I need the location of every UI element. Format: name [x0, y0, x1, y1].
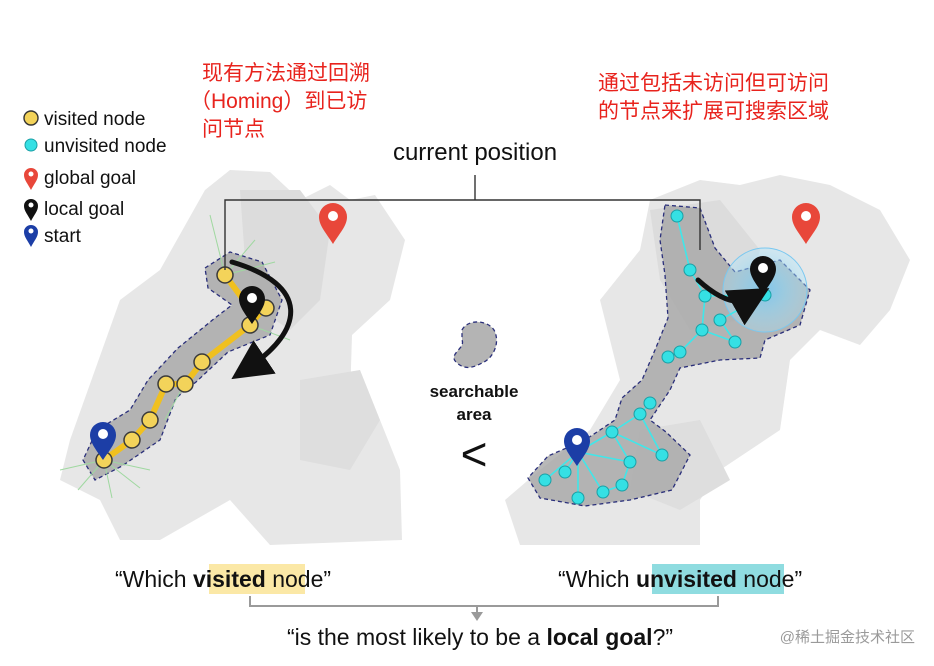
unvisited-node: [661, 350, 675, 364]
local-goal-pin-icon: [750, 256, 776, 294]
visited-node: [157, 375, 175, 393]
unvisited-node: [538, 473, 552, 487]
start-pin-icon: [564, 428, 590, 466]
legend-label-local-goal: local goal: [44, 199, 124, 220]
right-annotation: 通过包括未访问但可访问 的节点来扩展可搜索区域: [598, 72, 829, 123]
left-searchable-area: [82, 251, 283, 481]
legend-label-start: start: [44, 226, 82, 247]
unvisited-node: [713, 313, 727, 327]
caption-right: “Which unvisited node”: [558, 566, 802, 592]
unvisited-node: [670, 209, 684, 223]
searchable-area-blob: [453, 321, 498, 369]
highlight-unvisited: [652, 564, 784, 594]
searchable-label-line1: searchable: [430, 382, 519, 401]
legend-label-visited: visited node: [44, 109, 145, 130]
local-goal-pin-icon: [239, 286, 265, 324]
cyan-circle-icon: [24, 138, 38, 152]
red-pin-icon: [24, 168, 38, 190]
unvisited-node: [683, 263, 697, 277]
legend-label-unvisited: unvisited node: [44, 136, 167, 157]
unvisited-node: [698, 289, 712, 303]
unvisited-node: [655, 448, 669, 462]
svg-text:现有方法通过回溯: 现有方法通过回溯: [202, 62, 370, 85]
black-pin-icon: [24, 199, 38, 221]
current-position-bracket: [224, 199, 701, 270]
svg-text:（Homing）到已访: （Homing）到已访: [190, 90, 367, 113]
svg-text:问节点: 问节点: [202, 118, 265, 141]
unvisited-node: [695, 323, 709, 337]
explore-arrow: [695, 277, 770, 326]
unvisited-node: [605, 425, 619, 439]
bottom-question: “is the most likely to be a local goal?”: [287, 624, 673, 650]
visited-node: [176, 375, 194, 393]
unvisited-node: [673, 345, 687, 359]
unvisited-node: [623, 455, 637, 469]
yellow-circle-icon: [23, 110, 39, 126]
legend: visited node unvisited node global goal …: [23, 109, 167, 247]
blue-pin-icon: [24, 225, 38, 247]
right-unvisited-nodes: [538, 209, 772, 505]
legend-label-global-goal: global goal: [44, 168, 136, 189]
svg-text:通过包括未访问但可访问: 通过包括未访问但可访问: [598, 72, 829, 95]
unvisited-node: [643, 396, 657, 410]
left-floor-map: [60, 170, 405, 545]
unvisited-node: [728, 335, 742, 349]
visited-node: [123, 431, 141, 449]
global-goal-pin-icon: [319, 203, 347, 244]
current-position-label: current position: [393, 139, 557, 166]
global-goal-pin-icon: [792, 203, 820, 244]
svg-text:的节点来扩展可搜索区域: 的节点来扩展可搜索区域: [598, 100, 829, 123]
caption-connector: [249, 596, 719, 607]
caption-left: “Which visited node”: [115, 566, 331, 592]
unvisited-node: [615, 478, 629, 492]
unvisited-node: [558, 465, 572, 479]
visited-node: [141, 411, 159, 429]
unvisited-node: [633, 407, 647, 421]
visited-node: [193, 353, 211, 371]
unvisited-node: [571, 491, 585, 505]
start-pin-icon: [90, 422, 116, 460]
highlight-visited: [209, 564, 305, 594]
homing-arrow: [229, 259, 294, 380]
unvisited-node: [596, 485, 610, 499]
watermark: @稀土掘金技术社区: [780, 629, 915, 646]
less-than-symbol: <: [461, 428, 488, 480]
searchable-label-line2: area: [457, 405, 493, 424]
left-annotation: 现有方法通过回溯 （Homing）到已访 问节点: [190, 62, 370, 141]
